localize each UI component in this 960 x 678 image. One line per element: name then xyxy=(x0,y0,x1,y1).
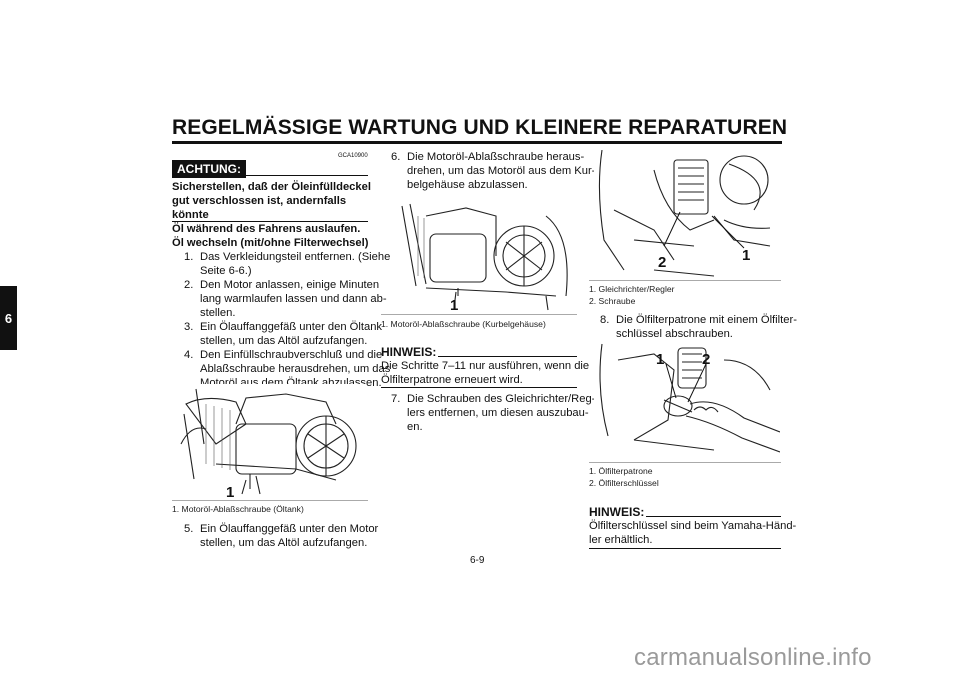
figure3-callout-1: 1 xyxy=(742,247,750,264)
figure-oil-filter-wrench: 1 2 xyxy=(594,340,780,460)
figure4-rule xyxy=(589,462,781,463)
figure3-captions: 1. Gleichrichter/Regler 2. Schraube xyxy=(589,284,675,306)
page-title: REGELMÄSSIGE WARTUNG UND KLEINERE REPARA… xyxy=(172,116,788,139)
figure4-captions: 1. Ölfilterpatrone 2. Ölfilterschlüssel xyxy=(589,466,659,488)
hinweis1-label: HINWEIS: xyxy=(381,345,437,359)
achtung-label: ACHTUNG: xyxy=(172,160,246,178)
title-rule xyxy=(172,141,782,144)
figure3-rule xyxy=(589,280,781,281)
figure2-rule xyxy=(381,314,577,315)
achtung-rule-top xyxy=(246,175,368,176)
hinweis1-text: Die Schritte 7–11 nur ausführen, wenn di… xyxy=(381,360,590,386)
achtung-text: Sicherstellen, daß der Öleinfülldeckel g… xyxy=(172,181,371,235)
figure2-caption: 1. Motoröl-Ablaßschraube (Kurbelgehäuse) xyxy=(381,319,546,329)
hinweis2-text: Ölfilterschlüssel sind beim Yamaha-Händ-… xyxy=(589,520,797,546)
figure-oil-tank-drain: 1 xyxy=(176,384,366,500)
achtung-code: GCA10900 xyxy=(338,153,368,159)
figure1-callout-1: 1 xyxy=(226,484,234,500)
watermark: carmanualsonline.info xyxy=(634,644,872,671)
figure1-caption: 1. Motoröl-Ablaßschraube (Öltank) xyxy=(172,504,304,514)
hinweis2-rule-bottom xyxy=(589,548,781,549)
hinweis2-rule-top xyxy=(646,516,781,517)
page-number: 6-9 xyxy=(470,555,485,566)
achtung-rule-bottom xyxy=(172,221,368,222)
figure2-callout-1: 1 xyxy=(450,297,458,312)
hinweis1-rule-bottom xyxy=(381,387,577,388)
figure4-callout-2: 2 xyxy=(702,351,710,368)
figure3-callout-2: 2 xyxy=(658,254,666,271)
hinweis2-label: HINWEIS: xyxy=(589,505,645,519)
figure-crankcase-drain: 1 xyxy=(396,196,576,312)
figure-rectifier-regulator: 2 1 xyxy=(594,150,780,280)
section-heading: Öl wechseln (mit/ohne Filterwechsel) xyxy=(172,237,369,249)
figure4-callout-1: 1 xyxy=(656,351,664,368)
hinweis1-rule-top xyxy=(438,356,577,357)
chapter-tab: 6 xyxy=(0,286,17,350)
figure1-rule xyxy=(172,500,368,501)
